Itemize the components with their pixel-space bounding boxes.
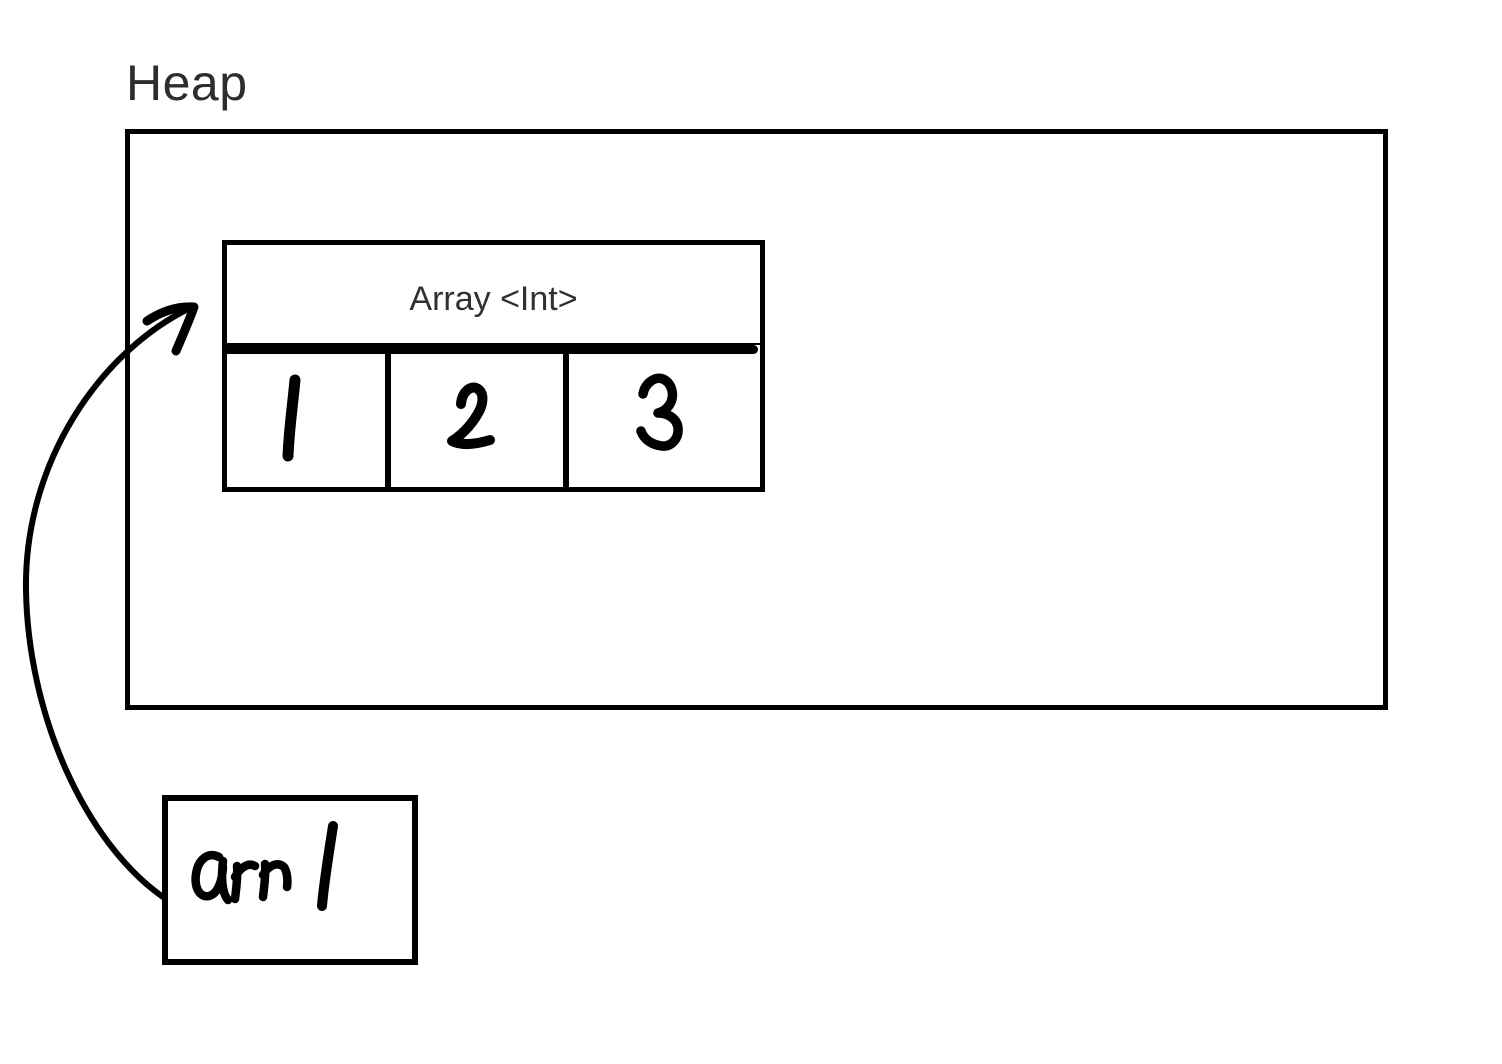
array-cell-2 xyxy=(569,354,760,487)
variable-box-arr1 xyxy=(162,795,418,965)
cell-divider-1 xyxy=(385,354,391,487)
array-cell-1 xyxy=(391,354,563,487)
array-type-label: Array <Int> xyxy=(409,279,578,318)
array-header-divider-line xyxy=(227,343,760,345)
array-header-divider-stroke xyxy=(227,345,758,354)
array-object-box: Array <Int> xyxy=(222,240,765,492)
cell-divider-2 xyxy=(563,354,569,487)
heap-label: Heap xyxy=(126,55,248,111)
array-cells-row xyxy=(227,354,760,487)
array-cell-0 xyxy=(227,354,385,487)
